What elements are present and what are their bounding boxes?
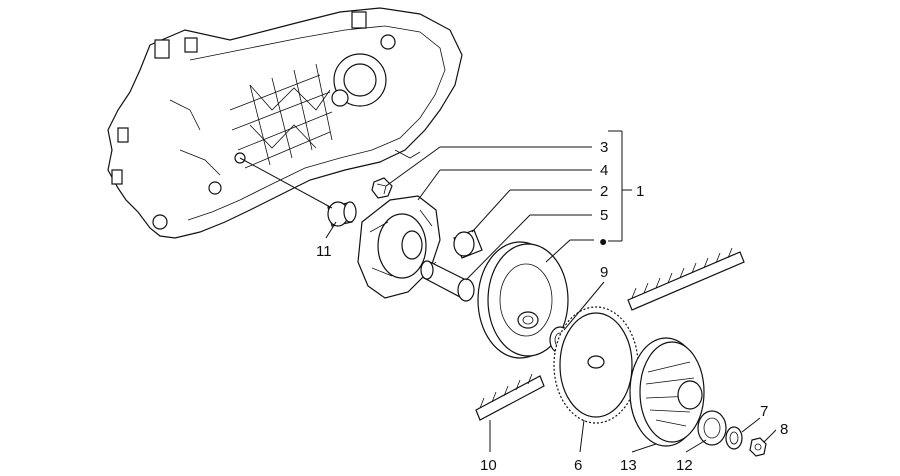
callout-12: 12 — [676, 457, 693, 474]
callout-6: 6 — [574, 457, 582, 474]
movable-drive-face — [477, 241, 569, 359]
callout-9: 9 — [600, 264, 608, 281]
drive-belt-upper — [627, 247, 745, 311]
leader-lines — [239, 130, 777, 453]
part-11-bushing — [327, 201, 357, 227]
callout-4: 4 — [600, 162, 608, 179]
callout-3: 3 — [600, 139, 608, 156]
part-6-starter-ring-gear — [553, 306, 639, 424]
callout-2: 2 — [600, 183, 608, 200]
part-5-sleeve — [420, 260, 475, 302]
crankcase-housing — [107, 7, 463, 239]
drive-belt-lower — [475, 373, 545, 421]
part-4-ramp-plate — [357, 195, 441, 299]
part-12-one-way-bearing — [697, 410, 727, 446]
callout-11: 11 — [316, 243, 332, 260]
callout-7: 7 — [760, 403, 768, 420]
callout-5: 5 — [600, 207, 608, 224]
part-13-fixed-drive-face — [629, 337, 705, 447]
callout-1: 1 — [636, 183, 644, 200]
part-2-roller — [453, 229, 483, 259]
part-3-slider-clip — [371, 177, 393, 199]
callout-8: 8 — [780, 421, 788, 438]
callout-10: 10 — [480, 457, 497, 474]
callout-bullet: ● — [599, 233, 607, 249]
callout-13: 13 — [620, 457, 637, 474]
part-7-washer — [725, 426, 743, 450]
part-8-nut — [749, 437, 767, 457]
